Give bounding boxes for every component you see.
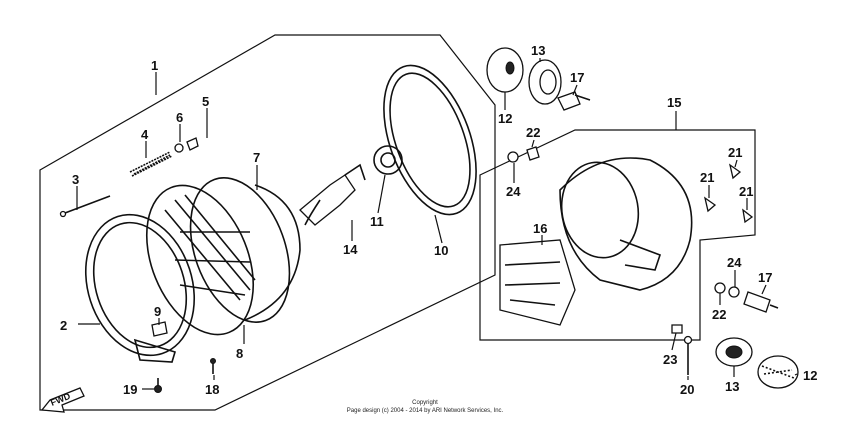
callout-14: 14 [343, 242, 358, 257]
washer-24-bottom[interactable] [728, 286, 740, 298]
callout-21-b: 21 [700, 170, 714, 185]
clip-21a[interactable] [728, 163, 742, 180]
clip-21c[interactable] [742, 208, 754, 224]
callout-15: 15 [667, 95, 681, 110]
callout-10: 10 [434, 243, 448, 258]
callout-20: 20 [680, 382, 694, 397]
callout-9: 9 [154, 304, 161, 319]
fwd-indicator: FWD [40, 387, 85, 413]
copyright-line-1: Copyright [412, 400, 438, 406]
callout-21-c: 21 [739, 184, 753, 199]
washer-24-top[interactable] [507, 151, 519, 163]
headlight-rim[interactable] [68, 200, 211, 369]
callout-21-a: 21 [728, 145, 742, 160]
washer-6[interactable] [174, 143, 184, 153]
callout-7: 7 [253, 150, 260, 165]
socket-assembly[interactable] [299, 163, 366, 226]
callout-12-bottom: 12 [803, 368, 817, 383]
callout-8: 8 [236, 346, 243, 361]
callout-13-bottom: 13 [725, 379, 739, 394]
screw-3[interactable] [59, 195, 111, 218]
callout-23: 23 [663, 352, 677, 367]
callout-24-bottom: 24 [727, 255, 742, 270]
bolt-20[interactable] [683, 335, 693, 376]
bolt-17-bottom[interactable] [743, 291, 779, 313]
headlight-unit[interactable] [172, 164, 308, 336]
callout-19: 19 [123, 382, 137, 397]
screw-18[interactable] [210, 358, 216, 375]
callout-11: 11 [370, 214, 384, 229]
bolt-17-top[interactable] [557, 91, 591, 111]
callout-6: 6 [176, 110, 183, 125]
callout-16: 16 [533, 221, 547, 236]
nut-22-top[interactable] [526, 146, 540, 161]
headlight-case[interactable] [554, 156, 693, 291]
mounting-ring[interactable] [366, 53, 495, 227]
screw-19[interactable] [154, 378, 162, 393]
callout-24-top: 24 [506, 184, 521, 199]
callout-12-top: 12 [498, 111, 512, 126]
callout-1: 1 [151, 58, 158, 73]
grommet-13-bottom[interactable] [715, 337, 753, 367]
callout-3: 3 [72, 172, 79, 187]
cap-12-top[interactable] [486, 47, 524, 93]
callout-13-top: 13 [531, 43, 545, 58]
callout-18: 18 [205, 382, 219, 397]
headlight-lens[interactable] [126, 170, 273, 351]
leader-lines [76, 58, 798, 390]
callout-5: 5 [202, 94, 209, 109]
spring-4[interactable] [129, 151, 173, 177]
copyright-line-2: Page design (c) 2004 - 2014 by ARI Netwo… [347, 408, 504, 414]
clip-21b[interactable] [703, 196, 717, 213]
connector-16[interactable] [499, 239, 576, 326]
group-outline-headlight [39, 34, 496, 411]
group-outline-headlight-case [479, 129, 756, 341]
callout-22-bottom: 22 [712, 307, 726, 322]
callout-17-top: 17 [570, 70, 584, 85]
screw-23[interactable] [671, 324, 683, 334]
nut-5[interactable] [186, 137, 199, 151]
washer-22-bottom[interactable] [714, 282, 726, 294]
callout-22-top: 22 [526, 125, 540, 140]
callout-4: 4 [141, 127, 149, 142]
callout-numbers: 1 2 3 4 5 6 7 8 9 10 11 12 12 13 13 14 1… [60, 43, 817, 397]
callout-17-bottom: 17 [758, 270, 772, 285]
clip-9[interactable] [151, 321, 168, 337]
callout-2: 2 [60, 318, 67, 333]
grommet-13-top[interactable] [528, 59, 562, 105]
cap-12-bottom[interactable] [757, 355, 799, 389]
arrow-down-left-icon [40, 387, 85, 413]
